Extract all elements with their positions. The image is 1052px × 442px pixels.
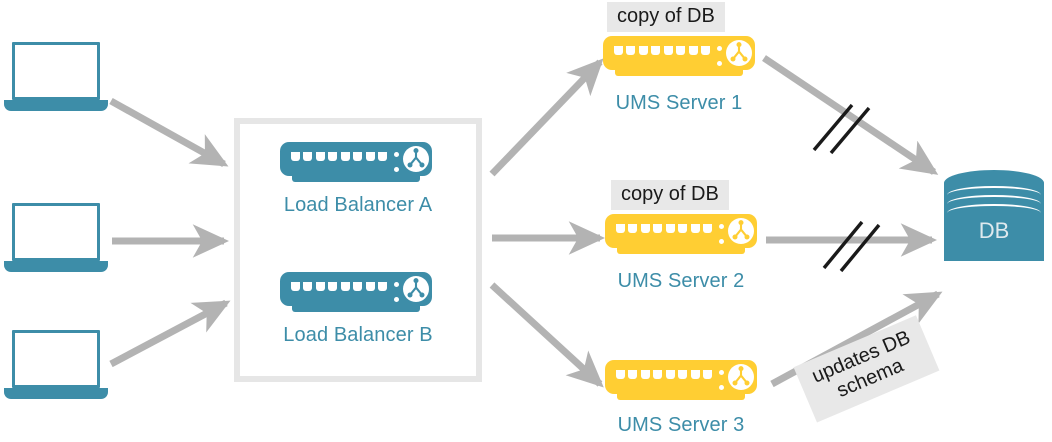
edge-client3-to-lb	[109, 299, 231, 368]
device-leds	[719, 370, 724, 390]
break-marker-1-icon	[812, 103, 871, 155]
device-foot	[615, 68, 743, 76]
edge-client1-to-lb	[109, 97, 229, 168]
db-band-2	[947, 195, 1041, 213]
network-node-badge-icon	[402, 145, 430, 173]
db-band-1	[947, 186, 1041, 204]
load-balancer-a-label: Load Balancer A	[283, 194, 433, 216]
device-foot	[617, 246, 745, 254]
edge-lb-to-server3	[489, 282, 604, 388]
edge-server1-to-db	[762, 55, 939, 175]
device-ports	[614, 46, 710, 55]
ums-server-1-label: UMS Server 1	[615, 92, 743, 114]
laptop-base	[4, 100, 108, 111]
ums-server-3-icon[interactable]	[605, 360, 757, 402]
device-ports	[291, 282, 387, 291]
load-balancer-a-icon[interactable]	[280, 142, 432, 184]
device-ports	[616, 370, 712, 379]
ums-server-2-icon[interactable]	[605, 214, 757, 256]
laptop-base	[4, 388, 108, 399]
database-label: DB	[978, 218, 1010, 243]
device-foot	[292, 174, 420, 182]
client-laptop-1[interactable]	[4, 42, 108, 118]
device-leds	[717, 46, 722, 66]
device-ports	[291, 152, 387, 161]
network-node-badge-icon	[727, 217, 755, 245]
network-node-badge-icon	[725, 39, 753, 67]
load-balancer-group-frame	[234, 118, 482, 382]
ums-server-1-icon[interactable]	[603, 36, 755, 78]
edge-lb-to-server1	[489, 58, 604, 177]
server1-copy-of-db-tag: copy of DB	[607, 2, 725, 32]
device-foot	[617, 392, 745, 400]
laptop-base	[4, 261, 108, 272]
break-marker-2-icon	[822, 220, 881, 273]
device-ports	[616, 224, 712, 233]
laptop-screen	[12, 42, 100, 100]
client-laptop-3[interactable]	[4, 330, 108, 406]
client-laptop-2[interactable]	[4, 203, 108, 279]
device-foot	[292, 304, 420, 312]
device-leds	[394, 282, 399, 302]
server2-copy-of-db-tag: copy of DB	[611, 180, 729, 210]
device-leds	[394, 152, 399, 172]
database-icon[interactable]: DB	[944, 170, 1044, 274]
laptop-screen	[12, 330, 100, 388]
network-node-badge-icon	[727, 363, 755, 391]
device-leds	[719, 224, 724, 244]
network-node-badge-icon	[402, 275, 430, 303]
load-balancer-b-icon[interactable]	[280, 272, 432, 314]
db-band-3	[947, 204, 1041, 222]
laptop-screen	[12, 203, 100, 261]
load-balancer-b-label: Load Balancer B	[283, 324, 433, 346]
ums-server-2-label: UMS Server 2	[617, 270, 745, 292]
ums-server-3-label: UMS Server 3	[617, 414, 745, 436]
